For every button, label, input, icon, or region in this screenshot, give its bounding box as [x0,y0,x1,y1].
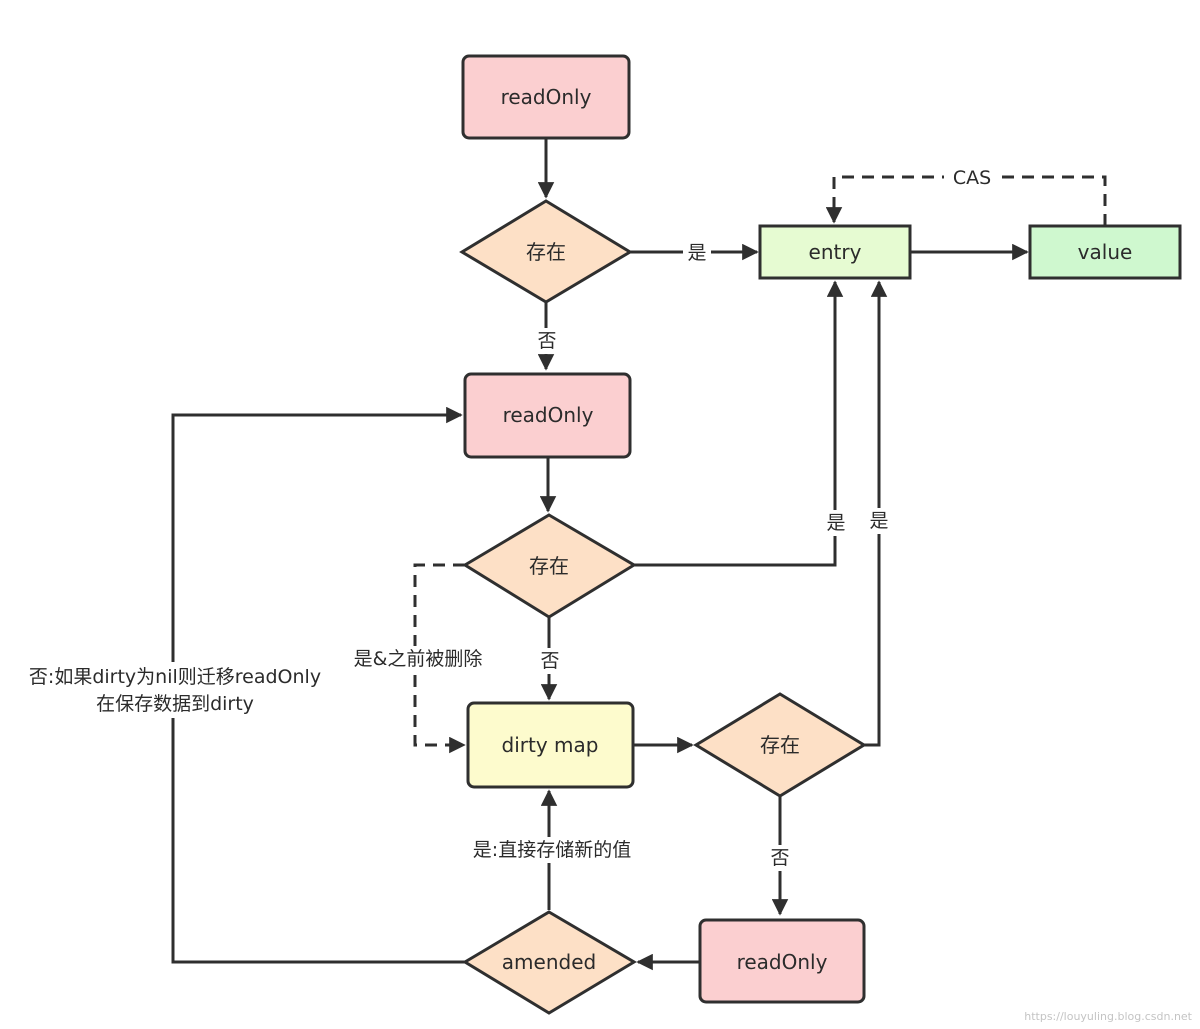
read-only-box-2-label: readOnly [503,403,594,427]
exists-decision-1-label: 存在 [526,240,566,264]
exists-decision-2-label: 存在 [529,554,569,578]
read-only-box-3 [698,918,866,1004]
exists3-no-label: 否 [770,847,789,869]
edge-exists3-to-entry [864,280,888,747]
exists1-no-label-bg [535,328,559,354]
cas-label: CAS [953,167,991,189]
exists-decision-3 [693,692,867,798]
exists3-yes-label-bg [867,508,891,534]
read-only-box-1 [461,54,631,140]
amended-yes-label: 是:直接存储新的值 [473,839,631,861]
amended-no-label-bg [14,662,338,718]
exists-decision-3-label: 存在 [760,733,800,757]
entry-box [758,224,912,280]
amended-no-label-line1: 否:如果dirty为nil则迁移readOnly [29,666,321,688]
entry-box-label: entry [809,240,862,264]
amended-decision-label: amended [502,950,596,974]
dirty-map-box [466,701,635,789]
read-only-box-1-label: readOnly [501,85,592,109]
watermark: https://louyuling.blog.csdn.net [1024,1010,1192,1023]
exists-decision-1 [459,199,633,304]
read-only-box-3-label: readOnly [737,950,828,974]
deleted-before-label-bg [344,646,494,672]
exists1-yes-label-bg [683,241,711,265]
amended-decision [462,910,637,1015]
amended-yes-label-bg [460,837,644,863]
read-only-box-2 [463,372,632,459]
exists1-yes-label: 是 [687,242,706,264]
exists2-no-label-bg [538,648,562,674]
exists2-yes-label: 是 [826,512,845,534]
dirty-map-box-label: dirty map [502,733,599,757]
exists1-no-label: 否 [537,330,556,352]
amended-no-label-line2: 在保存数据到dirty [96,693,254,715]
exists2-yes-label-bg [824,510,848,536]
exists2-no-label: 否 [540,650,559,672]
exists3-no-label-bg [768,845,792,871]
value-box-label: value [1078,240,1133,264]
deleted-before-label: 是&之前被删除 [354,648,483,670]
exists3-yes-label: 是 [869,510,888,532]
value-box [1028,224,1182,280]
cas-label-bg [944,165,1000,189]
edge-exists2-to-entry [634,280,844,567]
exists-decision-2 [462,513,637,619]
